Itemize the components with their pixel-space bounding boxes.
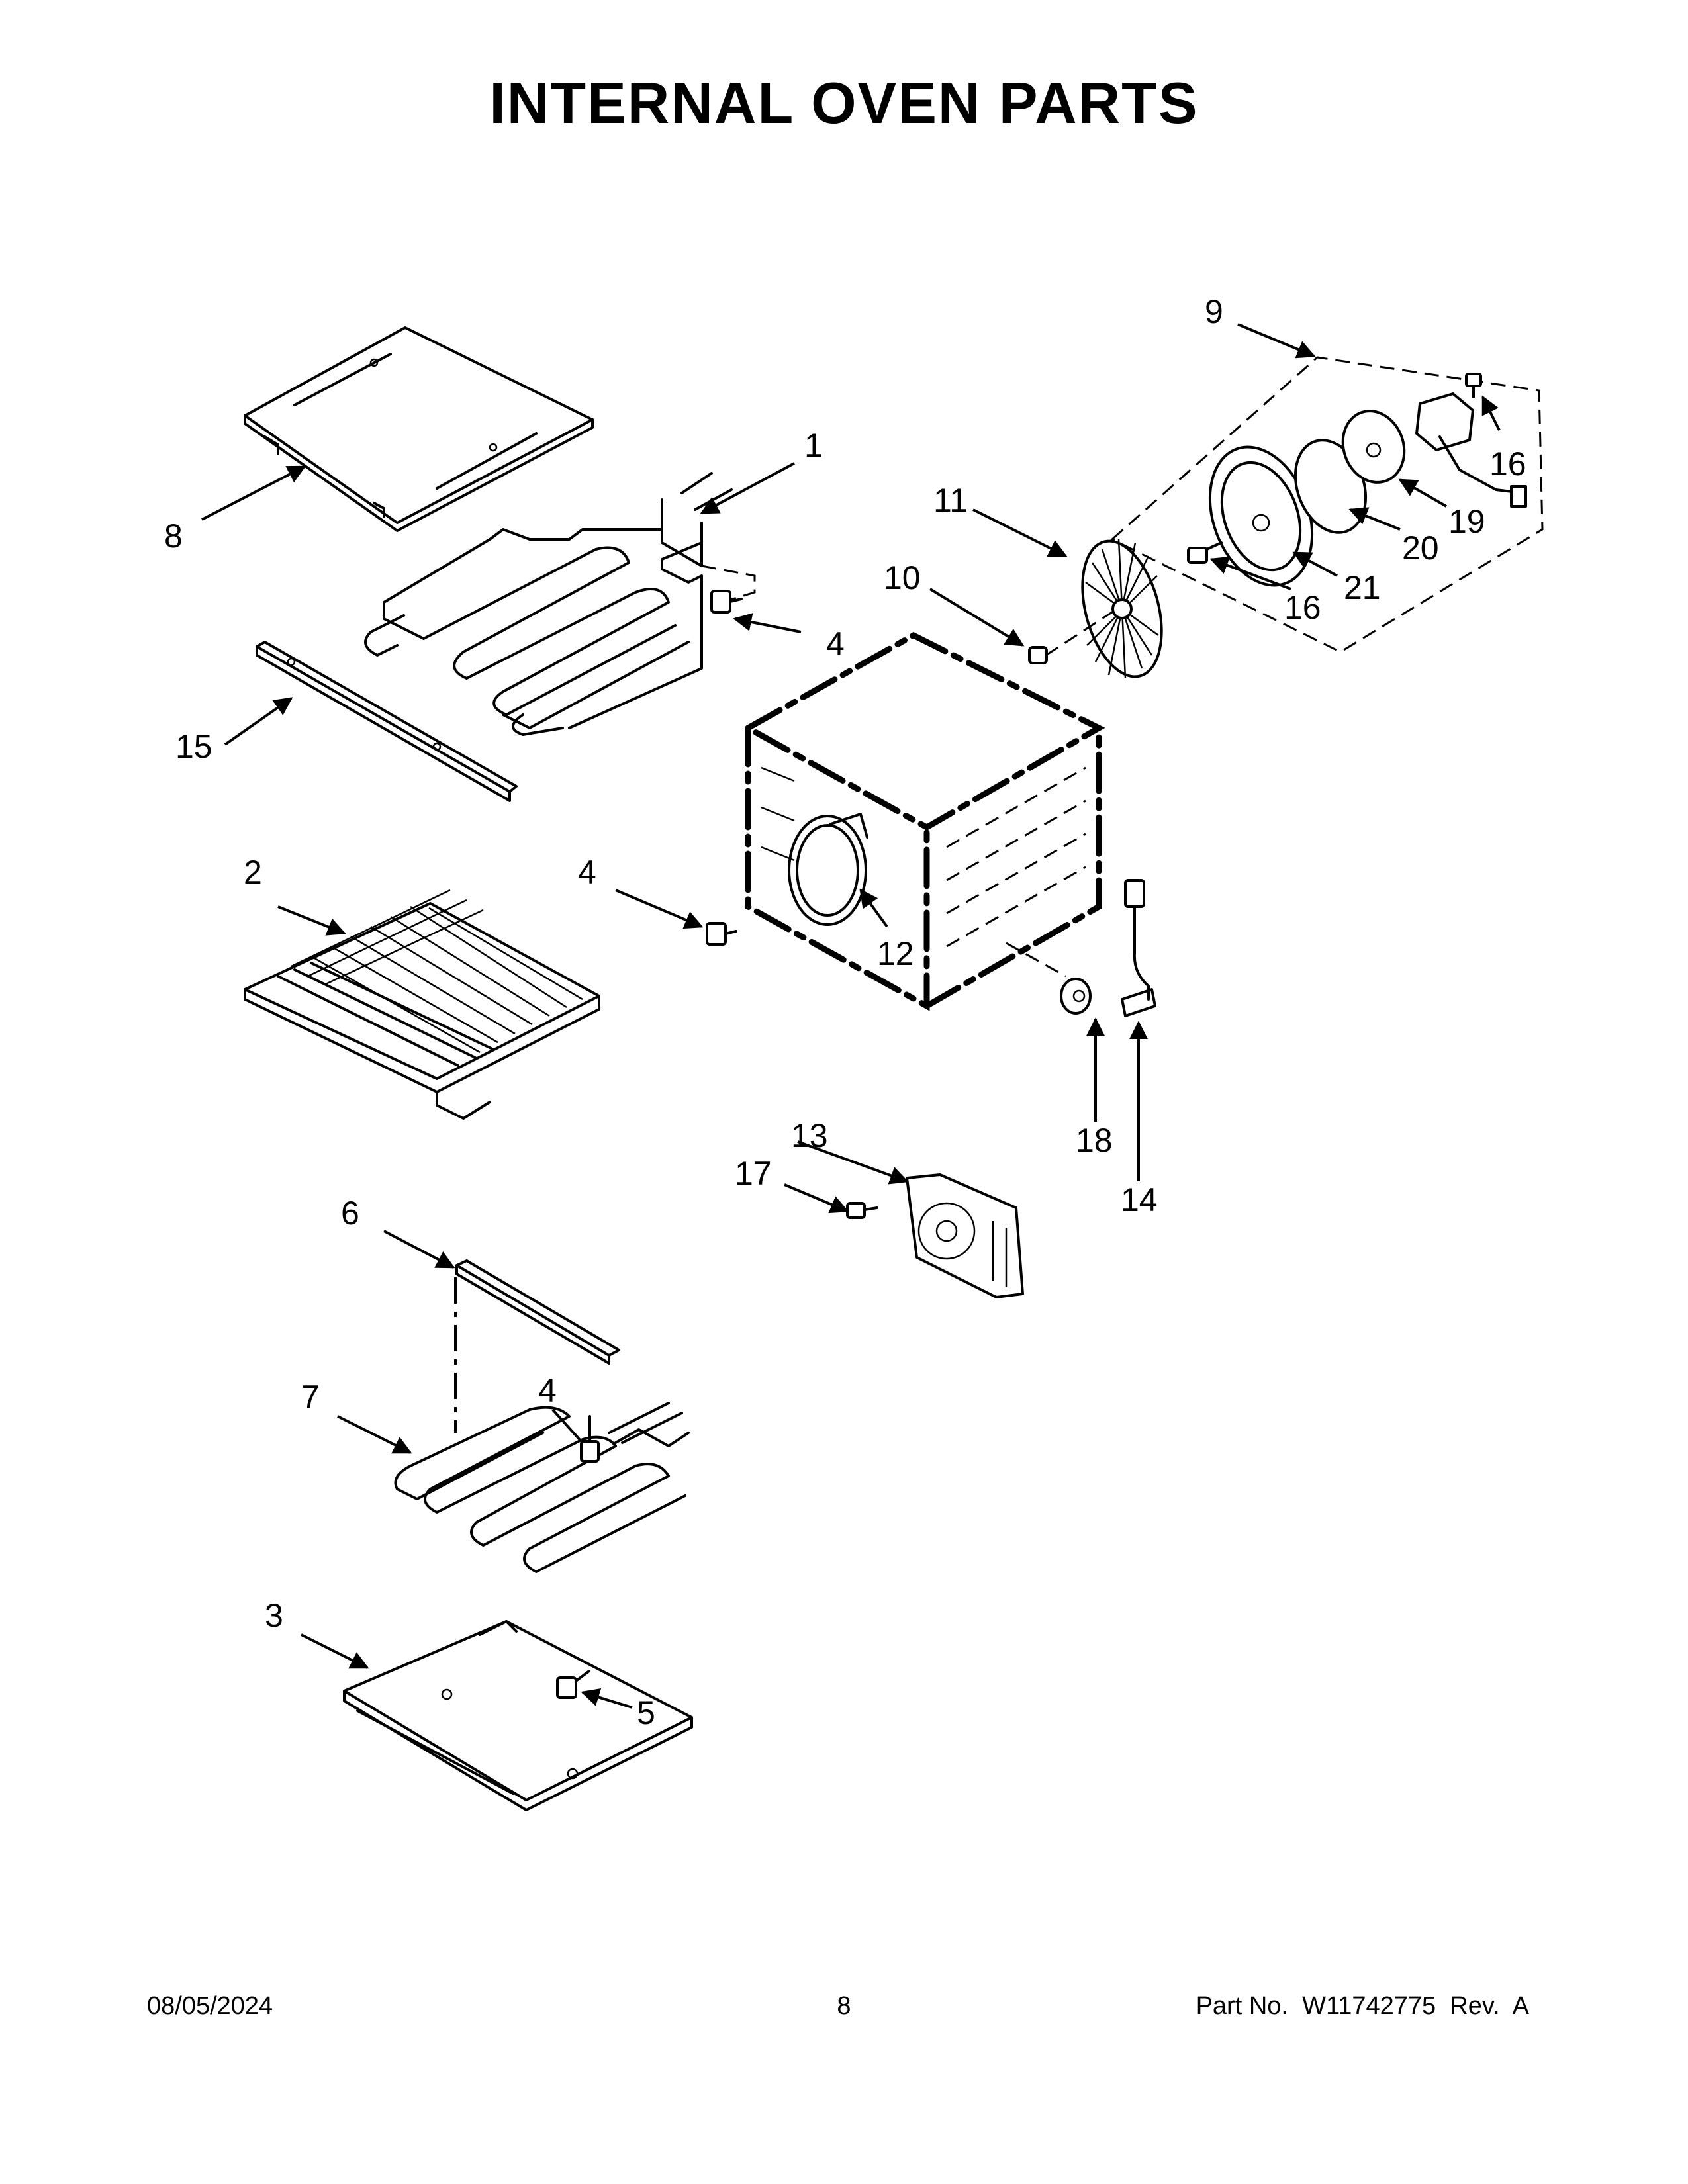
callout-1: 1 xyxy=(804,427,823,464)
part-13-fan-cover xyxy=(906,1173,1024,1298)
part-11-fan-blade xyxy=(1081,539,1163,679)
sensor-axis-line xyxy=(1006,942,1066,978)
callout-2: 2 xyxy=(244,854,262,891)
part-4-screw-middle xyxy=(706,922,737,946)
part-17-screw xyxy=(846,1202,878,1219)
part-18-nut xyxy=(1060,978,1092,1015)
callout-9: 9 xyxy=(1205,293,1223,330)
part-8-top-panel xyxy=(244,326,594,532)
callout-20: 20 xyxy=(1402,529,1439,567)
part-6-bake-bracket xyxy=(455,1259,620,1365)
fan-axis-line xyxy=(1045,611,1113,657)
leader-lines xyxy=(201,323,1501,1709)
page-title: INTERNAL OVEN PARTS xyxy=(489,70,1199,136)
footer-page-number: 8 xyxy=(837,1992,851,2020)
callout-16-upper: 16 xyxy=(1489,445,1526,482)
callout-6: 6 xyxy=(341,1195,359,1232)
footer-date: 08/05/2024 xyxy=(147,1992,273,2020)
part-4-screw-lower xyxy=(580,1415,600,1463)
part-12-convection-element xyxy=(788,813,868,926)
callout-17: 17 xyxy=(735,1155,772,1192)
part-5-screw xyxy=(556,1670,590,1699)
part-3-bottom-panel xyxy=(343,1620,693,1811)
callout-10: 10 xyxy=(884,559,921,596)
oven-cavity-outline xyxy=(741,631,1105,1011)
callout-5: 5 xyxy=(637,1694,655,1731)
callout-15: 15 xyxy=(175,728,212,765)
part-10-fan-nut xyxy=(1028,646,1048,664)
footer-part-number: Part No. W11742775 Rev. A xyxy=(1196,1992,1529,2020)
callout-18: 18 xyxy=(1076,1122,1113,1159)
part-7-bake-element xyxy=(394,1402,690,1573)
callout-16-lower: 16 xyxy=(1284,589,1321,626)
part-19-gasket xyxy=(1341,410,1406,484)
callout-4-lower: 4 xyxy=(538,1372,557,1409)
callout-11: 11 xyxy=(933,482,968,519)
part-16-screw-upper xyxy=(1465,373,1482,398)
part-4-screw-upper xyxy=(710,590,743,614)
part-21-motor-plate xyxy=(1208,445,1314,587)
callout-12: 12 xyxy=(877,935,914,972)
part-2-oven-rack xyxy=(244,889,600,1120)
callout-13: 13 xyxy=(791,1117,828,1154)
callout-3: 3 xyxy=(265,1597,283,1634)
callout-4-middle: 4 xyxy=(578,854,596,891)
callout-8: 8 xyxy=(164,518,183,555)
callout-21: 21 xyxy=(1344,569,1381,606)
callout-14: 14 xyxy=(1121,1181,1158,1218)
convection-motor xyxy=(1415,392,1527,508)
part-1-broil-element xyxy=(364,472,733,736)
part-14-temp-sensor xyxy=(1121,879,1156,1017)
part-15-bracket xyxy=(256,641,518,802)
callout-19: 19 xyxy=(1448,503,1485,540)
callout-labels: 1 2 3 4 4 4 5 6 7 8 9 10 11 12 13 14 15 … xyxy=(164,293,1526,1731)
connector-dashed-line xyxy=(701,565,756,604)
part-16-screw-lower xyxy=(1187,541,1223,564)
callout-4-upper: 4 xyxy=(826,625,845,662)
callout-7: 7 xyxy=(301,1379,320,1416)
part-9-assembly-outline xyxy=(1110,356,1544,653)
